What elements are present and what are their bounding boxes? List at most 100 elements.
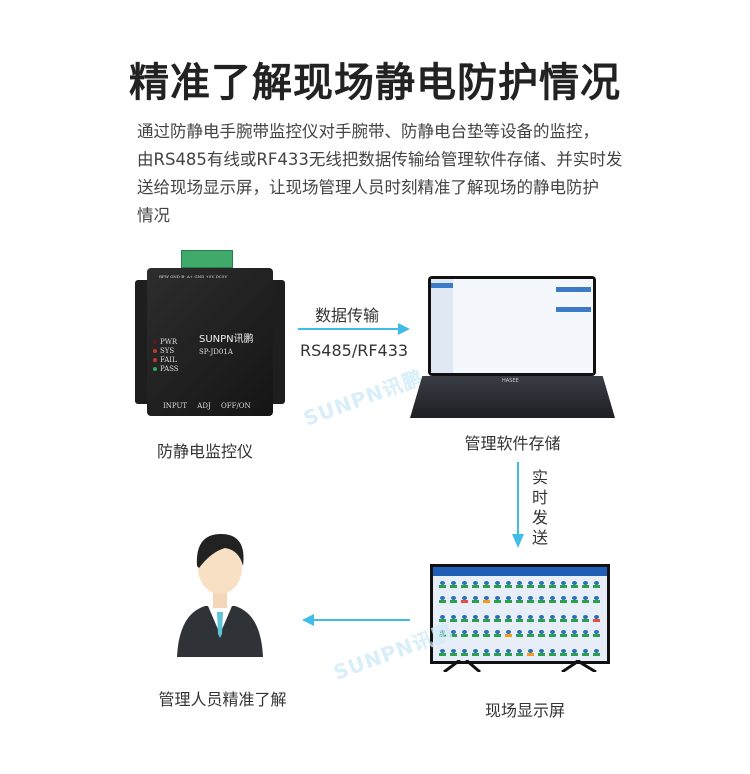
left-arrow-icon bbox=[302, 614, 410, 626]
worker-icon bbox=[549, 581, 556, 589]
realtime-char: 送 bbox=[531, 528, 548, 547]
worker-icon bbox=[516, 596, 523, 604]
laptop-image: HASEE bbox=[410, 276, 615, 424]
worker-icon bbox=[494, 649, 501, 657]
worker-icon bbox=[472, 581, 479, 589]
worker-icon bbox=[472, 615, 479, 623]
realtime-char: 时 bbox=[531, 488, 548, 507]
description-line: 通过防静电手腕带监控仪对手腕带、防静电台垫等设备的监控， bbox=[137, 122, 599, 141]
worker-icon bbox=[549, 630, 556, 638]
worker-icon bbox=[516, 581, 523, 589]
worker-icon bbox=[450, 649, 457, 657]
worker-icon bbox=[461, 596, 468, 604]
worker-icon bbox=[450, 615, 457, 623]
worker-icon bbox=[450, 630, 457, 638]
worker-icon bbox=[516, 649, 523, 657]
realtime-char: 发 bbox=[531, 508, 548, 527]
worker-icon bbox=[560, 596, 567, 604]
page-title: 精准了解现场静电防护情况 bbox=[129, 60, 621, 106]
worker-icon bbox=[560, 649, 567, 657]
worker-icon bbox=[593, 596, 600, 604]
worker-icon bbox=[483, 596, 490, 604]
worker-icon bbox=[439, 615, 446, 623]
worker-icon bbox=[439, 649, 446, 657]
worker-icon bbox=[461, 649, 468, 657]
worker-icon bbox=[538, 630, 545, 638]
worker-icon bbox=[538, 649, 545, 657]
worker-icon bbox=[527, 581, 534, 589]
manager-label: 管理人员精准了解 bbox=[158, 690, 287, 709]
worker-icon bbox=[439, 581, 446, 589]
worker-icon bbox=[571, 615, 578, 623]
worker-icon bbox=[527, 649, 534, 657]
worker-icon bbox=[439, 596, 446, 604]
right-arrow-icon bbox=[298, 323, 410, 335]
terminal-block bbox=[181, 250, 233, 268]
worker-icon bbox=[527, 615, 534, 623]
worker-icon bbox=[483, 649, 490, 657]
worker-icon bbox=[461, 630, 468, 638]
port-labels: INPUT ADJ OFF/ON bbox=[163, 402, 251, 410]
led-fail: FAIL bbox=[160, 356, 177, 364]
worker-icon bbox=[582, 649, 589, 657]
worker-icon bbox=[560, 615, 567, 623]
device-label: 防静电监控仪 bbox=[156, 442, 253, 461]
device-brand: SUNPN讯鹏 bbox=[199, 334, 254, 345]
worker-icon bbox=[571, 596, 578, 604]
led-pwr: PWR bbox=[160, 338, 178, 346]
description-line: 由RS485有线或RF433无线把数据传输给管理软件存储、并实时发 bbox=[137, 150, 623, 169]
port-switch: OFF/ON bbox=[221, 402, 251, 410]
manager-avatar bbox=[177, 534, 263, 657]
worker-icon bbox=[593, 615, 600, 623]
port-adj: ADJ bbox=[197, 402, 211, 410]
worker-icon bbox=[593, 649, 600, 657]
terminal-label: RPW GND B- A+ GND +5V DC5V bbox=[159, 274, 228, 279]
worker-icon bbox=[494, 581, 501, 589]
worker-icon bbox=[505, 649, 512, 657]
worker-icon bbox=[494, 630, 501, 638]
worker-icon bbox=[582, 615, 589, 623]
worker-icon bbox=[571, 649, 578, 657]
worker-icon bbox=[582, 596, 589, 604]
worker-icon bbox=[505, 615, 512, 623]
device-body: RPW GND B- A+ GND +5V DC5V SUNPN讯鹏 SP-JD… bbox=[147, 250, 273, 416]
worker-icon bbox=[516, 615, 523, 623]
laptop-brand: HASEE bbox=[502, 378, 519, 384]
worker-icon bbox=[483, 581, 490, 589]
description-line: 情况 bbox=[137, 206, 170, 225]
worker-icon bbox=[494, 596, 501, 604]
worker-icon bbox=[571, 581, 578, 589]
down-arrow-icon bbox=[512, 462, 524, 548]
watermark-logo: SUNPN讯鹏 bbox=[300, 365, 427, 431]
worker-icon bbox=[439, 630, 446, 638]
worker-icon bbox=[494, 615, 501, 623]
display-label: 现场显示屏 bbox=[484, 701, 565, 720]
led-pass: PASS bbox=[160, 365, 179, 373]
worker-icon bbox=[527, 596, 534, 604]
display-screen-image bbox=[430, 564, 610, 672]
realtime-char: 实 bbox=[531, 468, 548, 487]
worker-icon bbox=[560, 630, 567, 638]
worker-icon bbox=[538, 615, 545, 623]
worker-icon bbox=[549, 596, 556, 604]
worker-icon bbox=[483, 615, 490, 623]
realtime-label: 实 时 发 送 bbox=[531, 468, 549, 548]
worker-icon bbox=[461, 615, 468, 623]
keyboard bbox=[410, 376, 615, 418]
led-sys: SYS bbox=[160, 347, 175, 355]
worker-icon bbox=[483, 630, 490, 638]
port-input: INPUT bbox=[163, 402, 188, 410]
monitor-device-image: RPW GND B- A+ GND +5V DC5V SUNPN讯鹏 SP-JD… bbox=[135, 250, 285, 416]
led-panel: PWR SYS FAIL PASS bbox=[153, 338, 179, 374]
worker-icon bbox=[538, 596, 545, 604]
worker-icon bbox=[461, 581, 468, 589]
worker-icon bbox=[549, 649, 556, 657]
transfer-label: 数据传输 bbox=[315, 306, 380, 325]
tv-stand bbox=[443, 660, 597, 672]
worker-icon bbox=[505, 630, 512, 638]
description: 通过防静电手腕带监控仪对手腕带、防静电台垫等设备的监控， 由RS485有线或RF… bbox=[137, 118, 627, 230]
worker-icon bbox=[472, 596, 479, 604]
worker-icon bbox=[450, 596, 457, 604]
description-line: 送给现场显示屏，让现场管理人员时刻精准了解现场的静电防护 bbox=[137, 178, 599, 197]
worker-icon bbox=[549, 615, 556, 623]
